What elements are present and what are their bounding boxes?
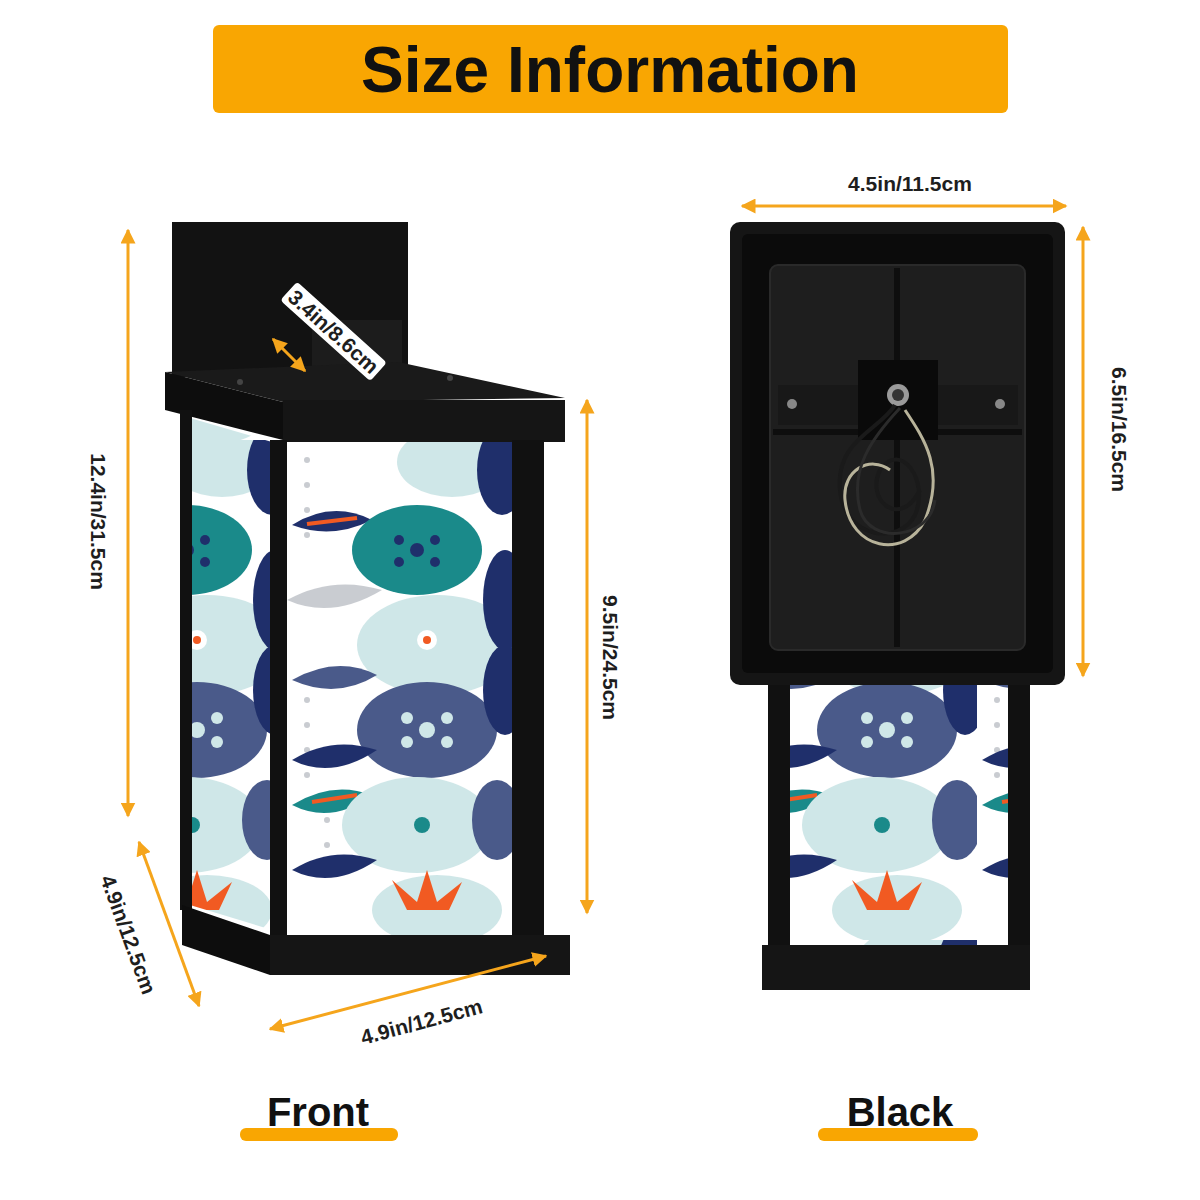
- title-bar: [213, 25, 1008, 113]
- view-label: Front: [267, 1090, 369, 1134]
- dimension-label: 4.9in/12.5cm: [358, 995, 485, 1050]
- lantern-back-view: [730, 222, 1065, 990]
- dimension-label: 9.5in/24.5cm: [598, 596, 621, 721]
- view-label: Black: [847, 1090, 954, 1134]
- dimension-label: 4.9in/12.5cm: [96, 872, 160, 997]
- lantern-front-view: [165, 222, 570, 975]
- dimension-label: 12.4in/31.5cm: [86, 454, 109, 591]
- dimension-arrows: [128, 206, 1083, 1029]
- dimension-label: 4.5in/11.5cm: [848, 172, 972, 195]
- title-text: Size Information: [361, 35, 859, 105]
- dimension-label: 6.5in/16.5cm: [1107, 368, 1130, 493]
